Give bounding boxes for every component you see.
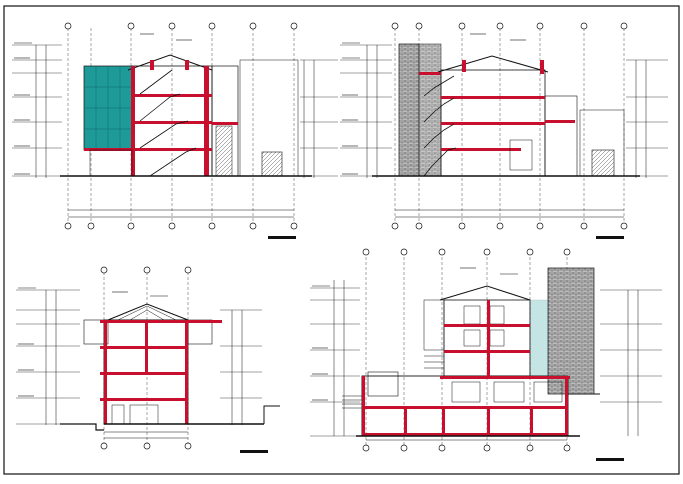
- section-view-2: [340, 22, 668, 239]
- section-view-3: [16, 266, 280, 453]
- section-view-1: [12, 22, 338, 239]
- sheet-border: [3, 5, 680, 475]
- section-view-4: [310, 248, 662, 461]
